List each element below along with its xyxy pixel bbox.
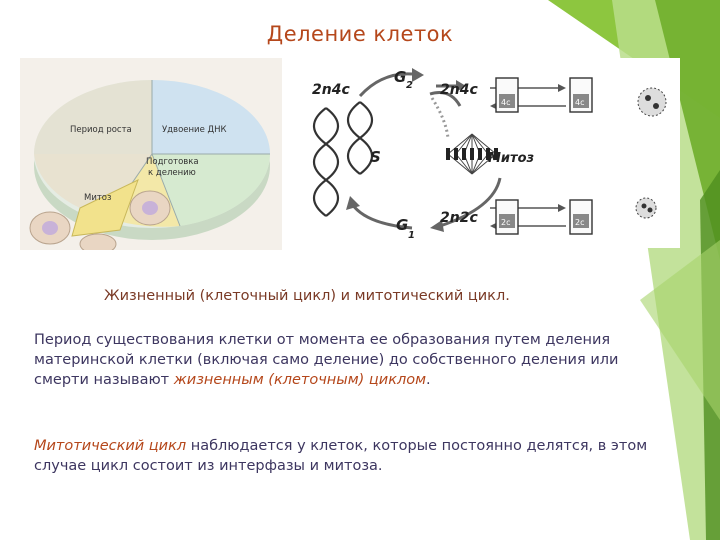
paragraph-life-cycle: Период существования клетки от момента е… (34, 330, 674, 390)
phase-g2: G (394, 68, 406, 86)
formula-top-left: 2n4c (312, 82, 350, 98)
p2-term: Митотический цикл (34, 438, 187, 454)
label-growth: Период роста (70, 125, 132, 135)
mitosis-label: Митоз (488, 151, 534, 166)
slide-title: Деление клеток (266, 22, 454, 46)
box-bottom-1-label: 2c (501, 218, 511, 227)
formula-bottom: 2n2c (440, 210, 478, 226)
cell-cycle-disk-figure: Период роста Удвоение ДНК Подготовка к д… (20, 58, 282, 255)
p1-end: . (426, 372, 431, 388)
p1-text: Период существования клетки от момента е… (34, 332, 619, 388)
paragraph-mitotic-cycle: Митотический цикл наблюдается у клеток, … (34, 436, 674, 476)
figure-caption: Жизненный (клеточный цикл) и митотически… (104, 288, 510, 304)
label-prep-1: Подготовка (146, 157, 199, 167)
p2-text: наблюдается у клеток, которые постоянно … (34, 438, 648, 474)
phase-s: S (370, 148, 381, 166)
label-prep-2: к делению (148, 168, 196, 178)
box-top-2-label: 4c (575, 98, 585, 107)
box-top-1-label: 4c (501, 98, 511, 107)
p1-term: жизненным (клеточным) циклом (173, 372, 427, 388)
phase-g1: G (396, 216, 408, 234)
label-dna: Удвоение ДНК (162, 125, 227, 135)
formula-top-right: 2n4c (440, 82, 478, 98)
box-bottom-2-label: 2c (575, 218, 585, 227)
phase-g2-sub: 2 (406, 80, 413, 91)
label-mitosis: Митоз (84, 193, 112, 203)
phase-g1-sub: 1 (408, 230, 415, 241)
mitotic-cycle-figure: 2n4c G 2 2n4c S Митоз G 1 2n2c 4c 4c 2c … (300, 58, 680, 248)
